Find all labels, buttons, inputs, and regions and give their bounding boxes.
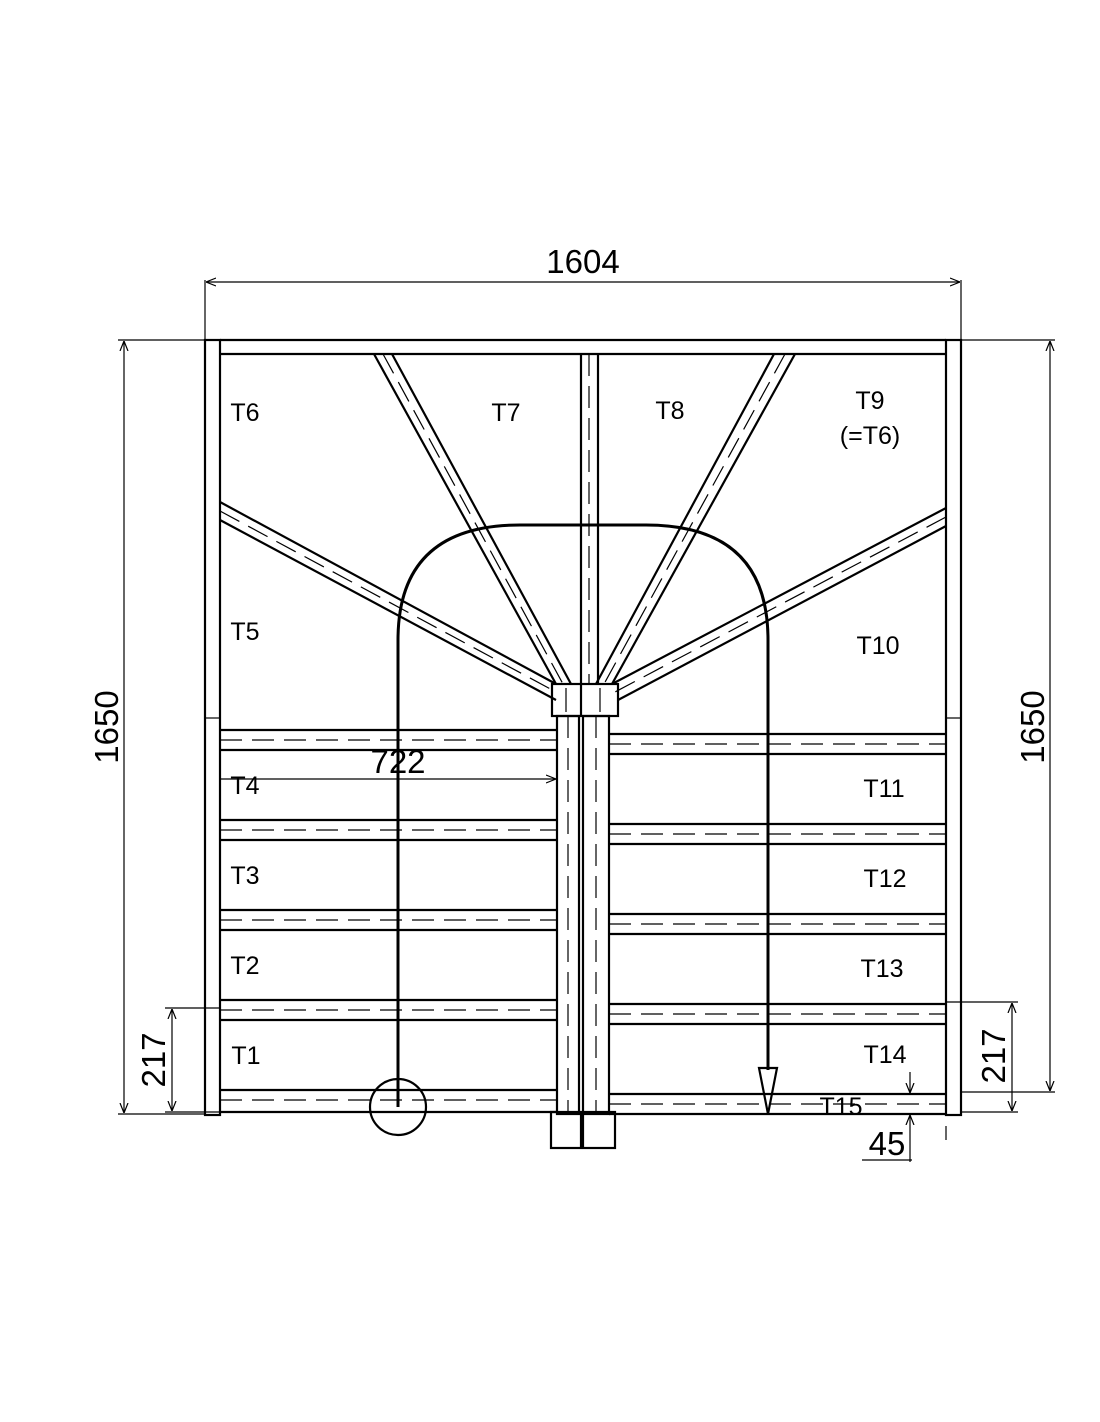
dim-width: 1604 <box>546 243 619 280</box>
left-flight-treads <box>220 728 557 1114</box>
frame <box>203 338 963 1117</box>
tread-label-t13: T13 <box>860 955 903 983</box>
dim-first-step-left: 217 <box>135 1032 172 1087</box>
right-flight-treads <box>609 732 946 1116</box>
tread-label-t8: T8 <box>655 397 684 425</box>
tread-label-t10: T10 <box>856 632 899 660</box>
tread-label-t7: T7 <box>491 399 520 427</box>
tread-label-t12: T12 <box>863 865 906 893</box>
tread-label-t9-note: (=T6) <box>840 422 900 450</box>
tread-label-t4: T4 <box>230 772 259 800</box>
walking-line <box>368 523 779 1137</box>
center-newel <box>549 682 620 1150</box>
dim-first-step-right: 217 <box>975 1028 1012 1083</box>
dim-inner-width: 722 <box>370 743 425 780</box>
dim-nosing: 45 <box>869 1125 906 1162</box>
dim-height-left: 1650 <box>88 690 125 763</box>
tread-label-t3: T3 <box>230 862 259 890</box>
tread-label-t15: T15 <box>819 1093 862 1121</box>
tread-label-t11: T11 <box>863 775 904 803</box>
tread-label-t1: T1 <box>231 1042 260 1070</box>
tread-label-t5: T5 <box>230 618 259 646</box>
tread-label-t9: T9 <box>855 387 884 415</box>
tread-label-t2: T2 <box>230 952 259 980</box>
dimension-lines <box>118 280 1055 1162</box>
dim-height-right: 1650 <box>1014 690 1051 763</box>
tread-label-t14: T14 <box>863 1041 906 1069</box>
tread-label-t6: T6 <box>230 399 259 427</box>
winder-lines <box>219 353 947 701</box>
